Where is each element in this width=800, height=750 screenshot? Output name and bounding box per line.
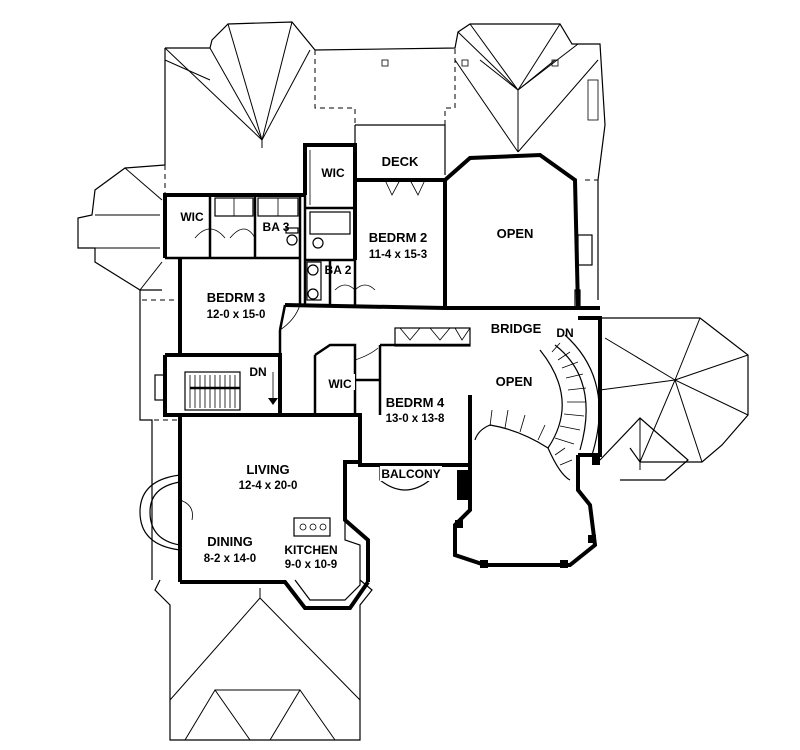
kitchen-label: KITCHEN: [284, 543, 337, 557]
stair-left: [184, 371, 278, 411]
open-mid-label: OPEN: [496, 374, 533, 389]
living-label: LIVING: [246, 462, 289, 477]
balcony-label: BALCONY: [381, 467, 440, 481]
bridge-label: BRIDGE: [491, 321, 542, 336]
bedrm2-size: 11-4 x 15-3: [369, 249, 427, 261]
open-top-label: OPEN: [497, 226, 534, 241]
dn-left-label: DN: [249, 365, 266, 379]
bedrm4-label: BEDRM 4: [386, 395, 445, 410]
bedrm3-size: 12-0 x 15-0: [207, 309, 266, 321]
ba2-label: BA 2: [325, 263, 352, 277]
wic-left-label: WIC: [180, 210, 204, 224]
wic-top-label: WIC: [321, 166, 345, 180]
dashed-outlines: [142, 48, 598, 421]
bedrm4-size: 13-0 x 13-8: [386, 413, 445, 425]
deck-label: DECK: [382, 154, 419, 169]
fixtures: [139, 150, 600, 568]
dining-label: DINING: [207, 534, 253, 549]
room-labels: WIC BA 3 WIC BA 2 DECK BEDRM 2 11-4 x 15…: [176, 154, 574, 571]
dining-size: 8-2 x 14-0: [204, 553, 256, 565]
living-size: 12-4 x 20-0: [239, 480, 298, 492]
roof-outline: [77, 21, 749, 741]
dn-right-label: DN: [556, 326, 573, 340]
ba3-label: BA 3: [263, 220, 290, 234]
wic-mid-label: WIC: [328, 377, 352, 391]
exterior-walls: [163, 124, 602, 610]
bedrm2-label: BEDRM 2: [369, 230, 428, 245]
bedrm3-label: BEDRM 3: [207, 290, 266, 305]
stair-right: [474, 334, 600, 481]
kitchen-size: 9-0 x 10-9: [285, 559, 337, 571]
